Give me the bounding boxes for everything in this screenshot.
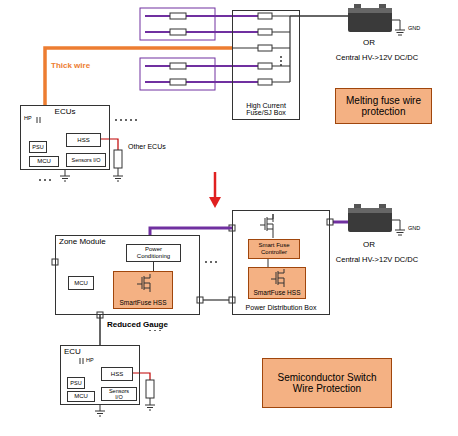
wire [99, 315, 101, 345]
fuse-bus [232, 16, 348, 82]
note-box: Semiconductor Switch Wire Protection [262, 358, 392, 408]
mcu-block: MCU [67, 391, 95, 402]
ground-symbol [113, 168, 123, 181]
node-text: Smart Fuse Controller [252, 242, 296, 255]
ground-symbol [95, 405, 105, 416]
battery-icon [348, 204, 392, 232]
return-wire [200, 299, 232, 300]
load-wire [100, 139, 118, 150]
or-label: OR [363, 39, 375, 48]
psu-block: PSU [67, 377, 85, 389]
source-label: Central HV->12V DC/DC [334, 256, 420, 264]
pin-label: HP [86, 357, 94, 363]
wire [45, 48, 232, 105]
smartfuse-block: SmartFuse HSS [113, 271, 173, 309]
node-text: High Current Fuse/SJ Box [236, 102, 296, 117]
node-text: Zone Module [59, 238, 106, 247]
node-text: MCU [74, 280, 88, 287]
mosfet-symbol [260, 214, 273, 238]
node-text: HSS [111, 371, 123, 378]
ground-symbol [392, 220, 405, 235]
capacitor-symbol [80, 358, 83, 364]
node-text: Sensors I/O [105, 388, 133, 400]
wire-label: Thick wire [50, 62, 91, 71]
smartfuse-block: SmartFuse HSS [248, 267, 306, 299]
ecu-box: PSU HSS MCU Sensors I/O ECU [60, 345, 140, 405]
node-text: MCU [74, 393, 88, 400]
load-wire [132, 373, 150, 380]
io-block: Sensors I/O [101, 387, 137, 401]
node-text: MCU [37, 158, 51, 165]
fuse-box: High Current Fuse/SJ Box [232, 10, 300, 120]
node-text: PSU [70, 380, 81, 386]
ground-symbol [60, 170, 70, 181]
load-resistor [114, 150, 122, 168]
mcu-block: MCU [68, 276, 94, 290]
node-text: Power Distribution Box [246, 304, 317, 312]
mosfet-symbol [137, 274, 150, 292]
ground-label: GND [408, 225, 420, 231]
wire [150, 228, 232, 235]
node-text: SmartFuse HSS [120, 299, 167, 306]
group-label: Other ECUs [128, 143, 166, 151]
ground-label: GND [408, 25, 420, 31]
psu-block: PSU [29, 141, 47, 153]
ground-symbol [145, 398, 155, 410]
mosfet-symbol [271, 269, 284, 287]
pin-label: HP [24, 115, 32, 121]
note-box: Melting fuse wire protection [335, 88, 432, 124]
zone-module: Power ConditioningMCU SmartFuse HSS Zone M… [55, 235, 200, 315]
hss-block: HSS [66, 133, 101, 147]
node-text: Semiconductor Switch Wire Protection [266, 372, 388, 394]
node-text: PSU [32, 144, 43, 150]
mosfet-wire [273, 214, 274, 222]
wire [153, 262, 154, 271]
node-text: Sensors I/O [71, 157, 100, 163]
load-resistor [146, 380, 154, 398]
node-text: HSS [77, 137, 89, 144]
transition-arrow-head [209, 197, 221, 208]
node-text: SmartFuse HSS [254, 289, 301, 296]
controller-block: Smart Fuse Controller [248, 239, 300, 259]
transition-arrow [214, 172, 217, 198]
node-text: Power Conditioning [130, 246, 177, 259]
battery-icon [348, 4, 392, 32]
ecu-box: PSU HSS MCU Sensors I/O ECUs [20, 105, 110, 170]
io-block: Sensors I/O [66, 153, 106, 167]
node-text: Melting fuse wire protection [339, 95, 428, 117]
source-label: Central HV->12V DC/DC [334, 54, 420, 62]
node-text: ECUs [55, 108, 76, 117]
node-text: ECU [64, 348, 81, 357]
wire [268, 259, 269, 267]
mcu-block: MCU [29, 156, 59, 167]
ellipsis-dots [39, 56, 282, 181]
ground-symbol [392, 20, 405, 35]
power-block: Power Conditioning [126, 244, 181, 262]
or-label: OR [363, 241, 375, 250]
hss-block: HSS [101, 367, 133, 381]
capacitor-symbol [37, 117, 40, 123]
connector-pin [52, 219, 333, 318]
distribution-box: Smart Fuse ControllerSmartFuse HSS Power … [232, 210, 330, 315]
wire-label: Reduced Gauge [106, 321, 169, 330]
